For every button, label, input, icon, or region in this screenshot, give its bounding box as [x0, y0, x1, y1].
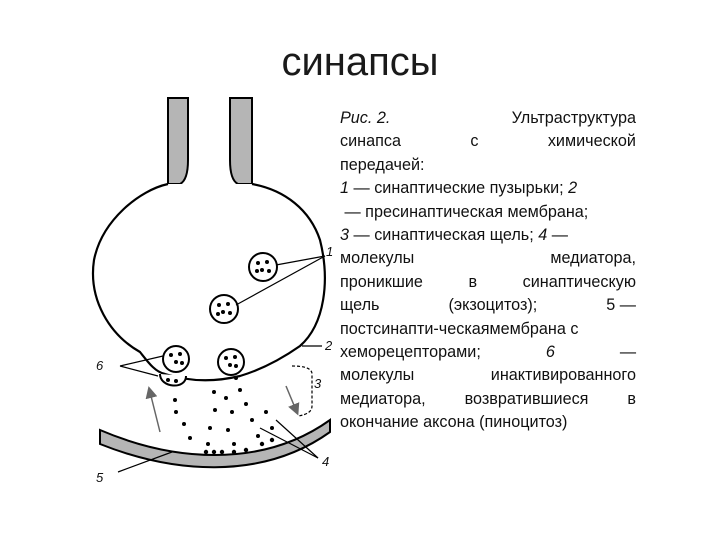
caption-line-11: хеморецепторами; 6 —: [340, 341, 636, 364]
label-2: 2: [324, 338, 333, 353]
axon-shaft: [168, 98, 252, 184]
pinocytosis-pocket: [160, 374, 186, 386]
presynaptic-terminal: [93, 184, 325, 380]
caption-line-12: молекулы инактивированного: [340, 364, 636, 387]
figure-caption: Рис. 2. Ультраструктура синапса с химиче…: [340, 107, 636, 435]
mediator-molecules: [173, 376, 274, 446]
label-6: 6: [96, 358, 104, 373]
release-arrow: [286, 386, 296, 410]
label-1: 1: [326, 244, 333, 259]
caption-line-1: Рис. 2. Ультраструктура: [340, 107, 636, 130]
caption-line-2: синапса с химической: [340, 130, 636, 153]
caption-line-5: — пресинаптическая мембрана;: [340, 201, 636, 224]
caption-line-4: 1 — синаптические пузырьки; 2: [340, 177, 636, 200]
reuptake-arrow: [150, 392, 160, 432]
caption-line-10: постсинапти-ческаямембрана с: [340, 318, 636, 341]
caption-line-7: молекулы медиатора,: [340, 247, 636, 270]
caption-line-14: окончание аксона (пиноцитоз): [340, 411, 636, 434]
label-5: 5: [96, 470, 104, 485]
postsynaptic-membrane: [100, 420, 330, 467]
caption-line-3: передачей:: [340, 154, 636, 177]
caption-line-6: 3 — синаптическая щель; 4 —: [340, 224, 636, 247]
label-4: 4: [322, 454, 329, 469]
caption-line-8: проникшие в синаптическую: [340, 271, 636, 294]
label-3: 3: [314, 376, 322, 391]
caption-line-13: медиатора, возвратившиеся в: [340, 388, 636, 411]
caption-line-9: щель (экзоцитоз); 5 —: [340, 294, 636, 317]
